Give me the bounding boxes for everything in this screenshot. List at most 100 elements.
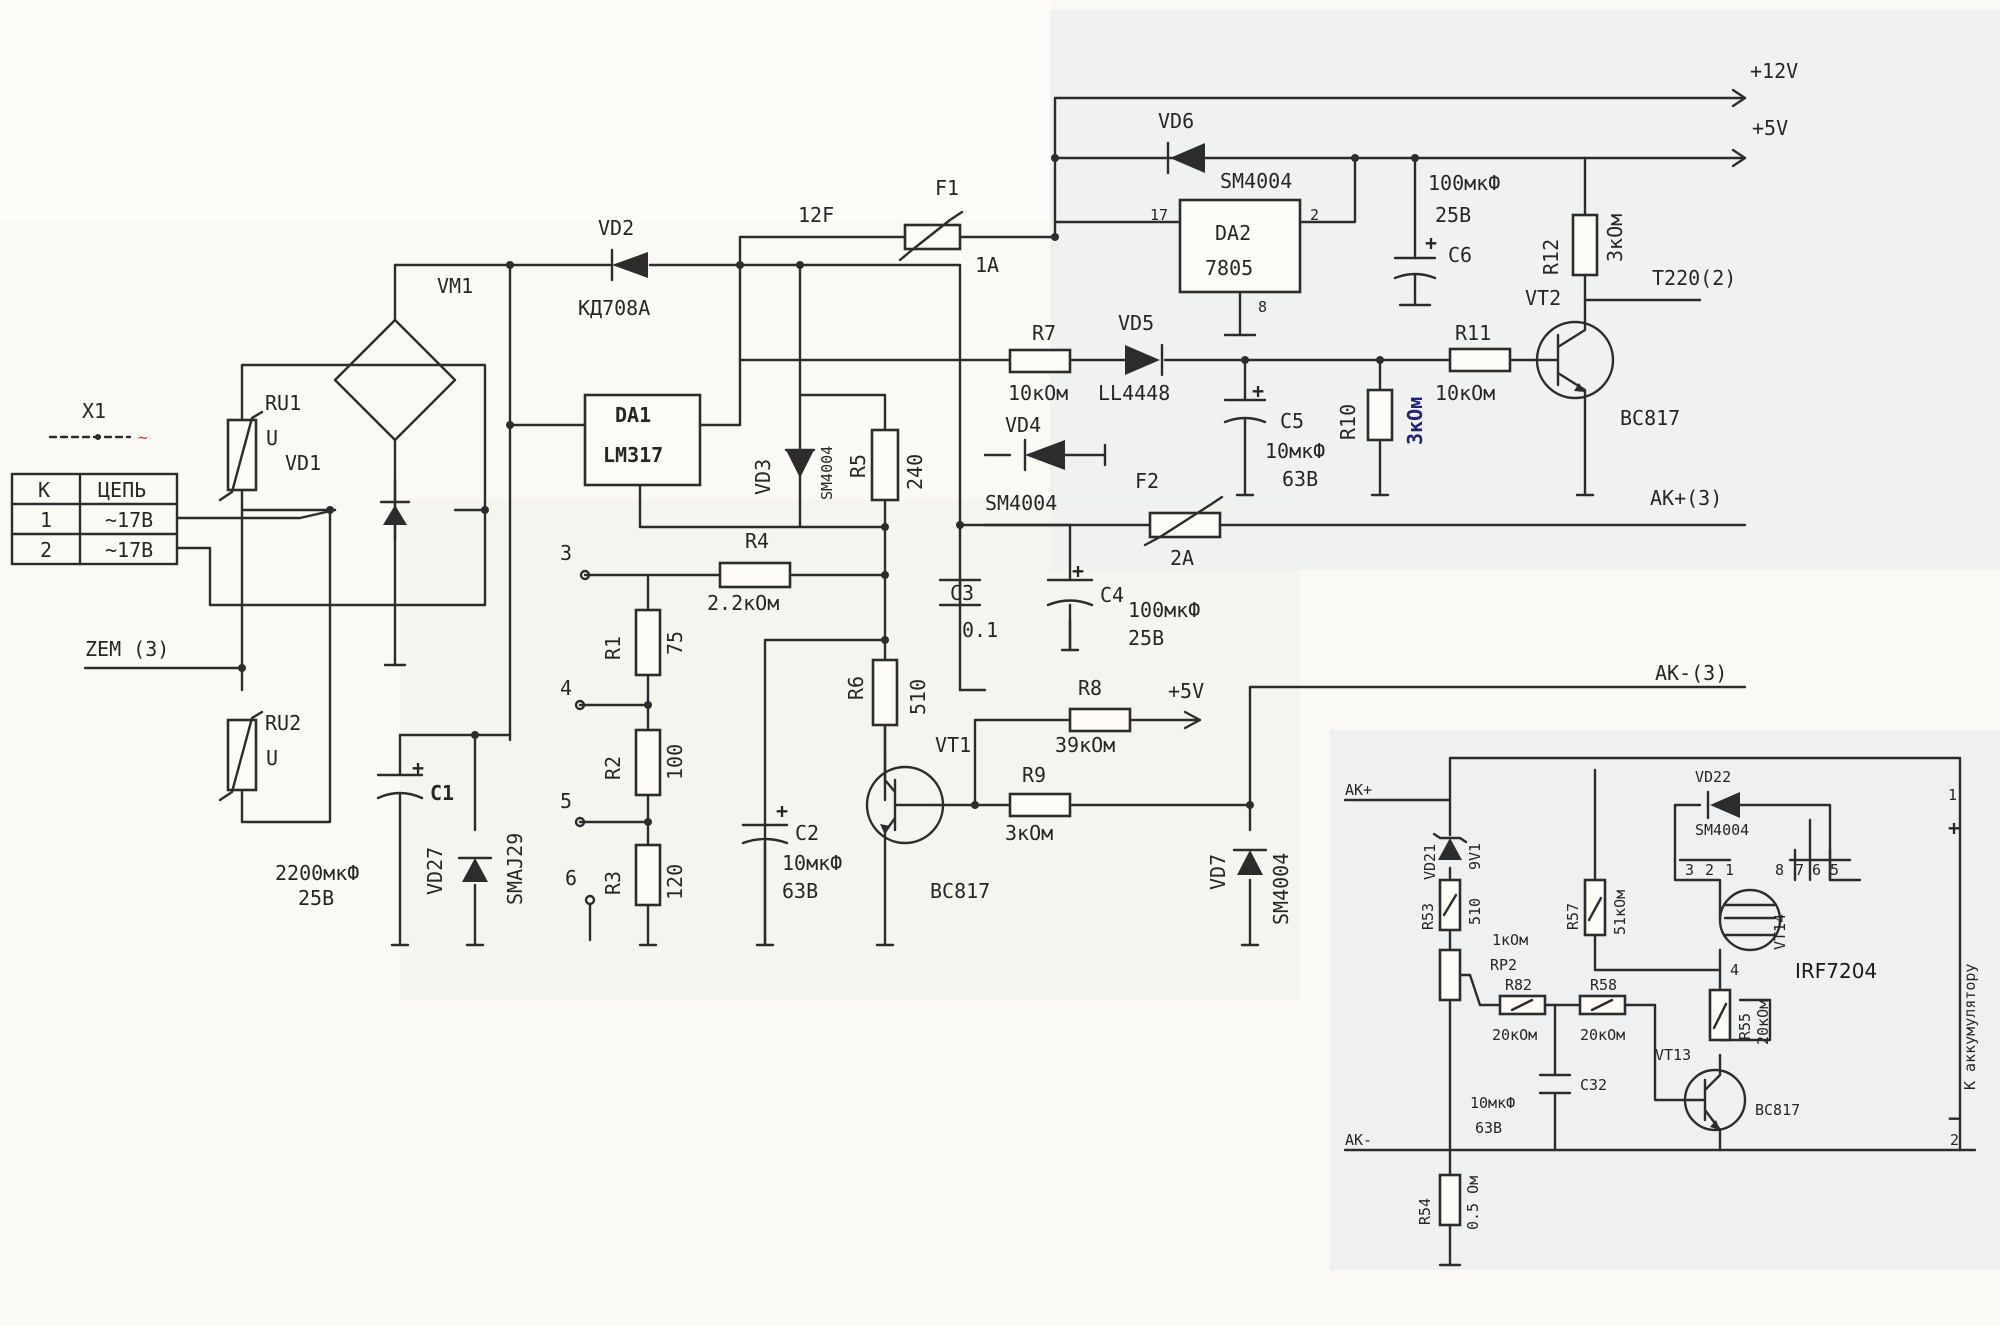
- battery-pin2: 2: [1950, 1131, 1959, 1149]
- r4-resistor: R4 2.2кОм: [707, 529, 792, 615]
- r58-value: 20кОм: [1580, 1026, 1625, 1044]
- divider-pins: 3 4 5 6: [560, 541, 577, 890]
- vt14-pin8: 8: [1775, 861, 1784, 879]
- vt13-transistor: VT13 BC817: [1655, 1046, 1800, 1132]
- r6-ref: R6: [844, 676, 868, 700]
- vt14-pin4: 4: [1730, 961, 1739, 979]
- vd21-value: 9V1: [1466, 843, 1484, 870]
- r53-ref: R53: [1419, 903, 1437, 930]
- vd4-part: SM4004: [985, 491, 1057, 515]
- c2-voltage: 63В: [782, 879, 818, 903]
- c2-capacitor: + C2 10мкФ 63В: [741, 799, 842, 947]
- c5-voltage: 63В: [1282, 467, 1318, 491]
- svg-text:+: +: [1425, 231, 1437, 255]
- vt1-ref: VT1: [935, 733, 971, 757]
- da2-pin-out: 2: [1310, 206, 1319, 224]
- r57-ref: R57: [1564, 903, 1582, 930]
- r54-value: 0.5 Ом: [1464, 1176, 1482, 1230]
- r4-ref: R4: [745, 529, 769, 553]
- r12-resistor: R12 3кОм: [1539, 213, 1627, 277]
- c6-voltage: 25В: [1435, 203, 1471, 227]
- x1-header-signal: ЦЕПЬ: [98, 478, 146, 502]
- vt14-pin7: 7: [1795, 861, 1804, 879]
- x1-row2-signal: ~17В: [105, 538, 153, 562]
- r2-resistor: R2 100: [601, 728, 687, 797]
- vd22-ref: VD22: [1695, 768, 1731, 786]
- r10-value: 3кОм: [1403, 397, 1427, 445]
- c4-ref: C4: [1100, 583, 1124, 607]
- r5-value: 240: [903, 454, 927, 490]
- battery-connector: 1 + − 2 К аккумулятору: [1948, 786, 1979, 1149]
- da1-regulator: DA1 LM317: [583, 393, 702, 487]
- rail-5v: +5V: [1752, 116, 1788, 140]
- c3-value: 0.1: [962, 618, 998, 642]
- svg-text:+: +: [1252, 379, 1264, 403]
- r11-resistor: R11 10кОм: [1435, 321, 1512, 405]
- battery-minus: −: [1948, 1106, 1960, 1130]
- r11-value: 10кОм: [1435, 381, 1495, 405]
- da1-ref: DA1: [615, 403, 651, 427]
- r5-ref: R5: [846, 454, 870, 478]
- vt14-pin3: 3: [1685, 861, 1694, 879]
- r8-supply: +5V: [1168, 679, 1204, 703]
- r54-resistor: R54 0.5 Ом: [1416, 1173, 1482, 1230]
- x1-ref: X1: [82, 399, 106, 423]
- f2-value: 2A: [1170, 546, 1194, 570]
- c4-value: 100мкФ: [1128, 598, 1200, 622]
- da2-ref: DA2: [1215, 221, 1251, 245]
- r7-ref: R7: [1032, 321, 1056, 345]
- c5-ref: C5: [1280, 409, 1304, 433]
- battery-label: К аккумулятору: [1961, 964, 1979, 1090]
- vd6-ref: VD6: [1158, 109, 1194, 133]
- vm1-ref: VM1: [437, 274, 473, 298]
- r55-ref: R55: [1736, 1013, 1754, 1040]
- c1-value: 2200мкФ: [275, 861, 359, 885]
- svg-text:+: +: [776, 799, 788, 823]
- r10-resistor: R10 3кОм: [1336, 388, 1427, 445]
- net-12f: 12F: [798, 203, 834, 227]
- c4-voltage: 25В: [1128, 626, 1164, 650]
- x1-row2-k: 2: [40, 538, 52, 562]
- vd5-diode: VD5 LL4448: [1098, 311, 1170, 405]
- vd21-zener: VD21 9V1: [1421, 832, 1484, 880]
- f2-ref: F2: [1135, 469, 1159, 493]
- da2-pin-in: 17: [1150, 206, 1168, 224]
- r3-value: 120: [663, 864, 687, 900]
- c32-voltage: 63В: [1475, 1119, 1502, 1137]
- vd27-ref: VD27: [423, 847, 447, 895]
- f2-fuse: F2 2A: [1135, 469, 1224, 570]
- rail-12v: +12V: [1750, 59, 1798, 83]
- vt13-part: BC817: [1755, 1101, 1800, 1119]
- battery-pin1: 1: [1948, 786, 1957, 804]
- r6-value: 510: [906, 679, 930, 715]
- vd6-part: SM4004: [1220, 169, 1292, 193]
- c1-voltage: 25В: [298, 886, 334, 910]
- red-mark: ~: [138, 428, 148, 447]
- r9-value: 3кОм: [1005, 821, 1053, 845]
- vt2-ref: VT2: [1525, 286, 1561, 310]
- pin-3: 3: [560, 541, 572, 565]
- r58-resistor: R58 20кОм: [1578, 976, 1627, 1044]
- vd22-diode: VD22 SM4004: [1695, 768, 1749, 839]
- svg-text:+: +: [1072, 559, 1084, 583]
- sub-schematic: AK+ AK- VD21 9V1 R53 510 1кОм RP2 R82: [1343, 756, 1979, 1267]
- vt1-transistor: VT1 BC817: [865, 733, 990, 903]
- da2-pin-gnd: 8: [1258, 298, 1267, 316]
- da2-regulator: DA2 7805 17 2 8: [1150, 198, 1319, 316]
- ru2-ref: RU2: [265, 711, 301, 735]
- da1-part: LM317: [603, 443, 663, 467]
- r1-resistor: R1 75: [601, 608, 687, 677]
- r12-ref: R12: [1539, 239, 1563, 275]
- f1-fuse: F1 1A: [898, 176, 999, 277]
- c6-capacitor: + 100мкФ 25В C6: [1393, 171, 1500, 280]
- vt2-note: T220(2): [1652, 266, 1736, 290]
- r9-ref: R9: [1022, 763, 1046, 787]
- c32-capacitor: C32 10мкФ 63В: [1470, 1073, 1607, 1137]
- zem-label: ZEM (3): [85, 637, 169, 661]
- ru1-mark: U: [266, 426, 278, 450]
- vd4-ref: VD4: [1005, 413, 1041, 437]
- c32-value: 10мкФ: [1470, 1094, 1515, 1112]
- vd5-ref: VD5: [1118, 311, 1154, 335]
- f1-value: 1A: [975, 253, 999, 277]
